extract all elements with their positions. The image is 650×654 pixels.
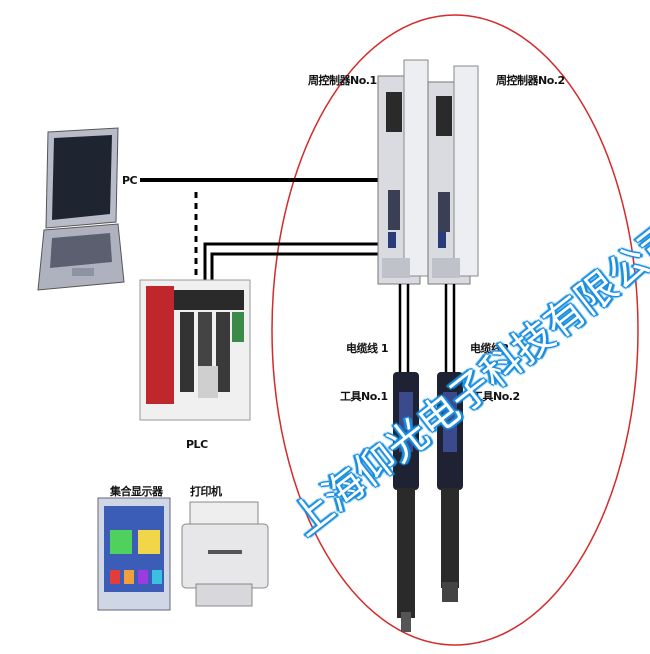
cable-2-label: 电缆线2 — [470, 342, 509, 355]
controller-2-icon — [427, 65, 479, 285]
controller-2-label: 周控制器No.2 — [496, 74, 565, 87]
controller-1-icon — [377, 59, 429, 285]
tool-2-label: 工具No.2 — [472, 390, 520, 403]
pc-label: PC — [122, 174, 138, 187]
tool-1-label: 工具No.1 — [340, 390, 388, 403]
display-label: 集合显示器 — [110, 485, 163, 498]
tool-1-icon — [393, 372, 419, 632]
plc-icon — [139, 279, 251, 421]
printer-icon — [181, 501, 269, 607]
printer-label: 打印机 — [190, 485, 222, 498]
controller-1-label: 周控制器No.1 — [308, 74, 377, 87]
plc-cable-2 — [210, 232, 394, 285]
controller-group-ellipse — [271, 14, 639, 646]
laptop-icon — [37, 127, 125, 291]
display-icon — [97, 497, 171, 611]
cable-1-label: 电缆线 1 — [346, 342, 388, 355]
plc-label: PLC — [186, 438, 208, 451]
tool-2-icon — [437, 372, 463, 602]
